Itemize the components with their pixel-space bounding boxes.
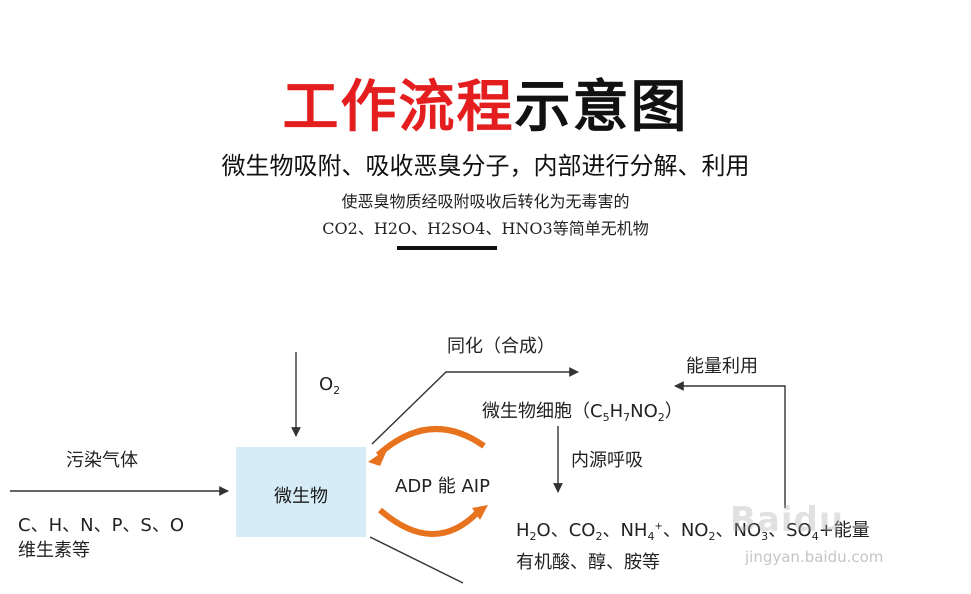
title-divider (397, 246, 497, 250)
description-line-1: 使恶臭物质经吸附吸收后转化为无毒害的 (341, 192, 630, 211)
cell-text-close: ） (664, 401, 683, 422)
product-no3-sub: 3 (761, 530, 769, 543)
adp-atp-label: ADP 能 AIP (395, 476, 490, 497)
product-no2-sub: 2 (708, 530, 716, 543)
cycle-arrow-top (375, 426, 486, 458)
oxygen-subscript: 2 (333, 384, 341, 397)
endogenous-respiration-label: 内源呼吸 (571, 450, 643, 471)
cycle-arrow-bottom (378, 507, 481, 537)
product-nh: 、NH (602, 520, 648, 541)
page-subtitle: 微生物吸附、吸收恶臭分子，内部进行分解、利用 (221, 152, 750, 180)
watermark-logo: Baidu (730, 500, 845, 540)
elements-line-1: C、H、N、P、S、O (18, 515, 185, 536)
title-black-part: 示意图 (514, 75, 689, 140)
assimilation-label: 同化（合成） (447, 336, 555, 357)
description-line-2: CO2、H2O、H2SO4、HNO3等简单无机物 (322, 219, 649, 238)
product-co-sub: 2 (595, 530, 603, 543)
oxygen-label: O2 (319, 374, 340, 397)
cell-sub-3: 2 (657, 411, 665, 424)
product-so: 、SO (768, 520, 812, 541)
watermark-url: jingyan.baidu.com (745, 548, 884, 566)
page-title: 工作流程示意图 (0, 62, 971, 143)
microbe-cell-label: 微生物细胞（C5H7NO2） (482, 397, 683, 424)
product-h-sub: 2 (529, 530, 537, 543)
cell-sub-1: 5 (602, 411, 610, 424)
microbe-box (236, 447, 366, 537)
products-line-2: 有机酸、醇、胺等 (516, 552, 660, 573)
elements-line-2: 维生素等 (18, 540, 90, 561)
cell-text: 微生物细胞（C (482, 401, 603, 422)
product-h: H (516, 520, 530, 541)
oxygen-symbol: O (319, 374, 334, 395)
pollutant-gas-label: 污染气体 (66, 450, 138, 471)
assimilation-arrow (371, 367, 579, 445)
microbe-box-label: 微生物 (274, 486, 328, 507)
cell-text-h: H (609, 401, 624, 422)
energy-use-arrow (674, 381, 786, 508)
product-nh-sub: 4 (647, 530, 655, 543)
title-red-part: 工作流程 (282, 75, 515, 140)
product-nh-sup: + (654, 521, 663, 532)
lower-output-line (369, 536, 464, 584)
product-energy: +能量 (818, 520, 870, 541)
products-line-1: H2O、CO2、NH4+、NO2、NO3、SO4+能量 (516, 516, 870, 543)
cell-text-no: NO (630, 401, 658, 422)
product-no3: 、NO (715, 520, 762, 541)
product-so-sub: 4 (811, 530, 819, 543)
energy-use-label: 能量利用 (686, 356, 758, 377)
product-no2: 、NO (662, 520, 709, 541)
product-o-co: O、CO (536, 520, 596, 541)
cycle-arrowhead-bottom (472, 505, 488, 520)
cycle-arrowhead-top (368, 448, 388, 466)
cell-sub-2: 7 (623, 411, 631, 424)
